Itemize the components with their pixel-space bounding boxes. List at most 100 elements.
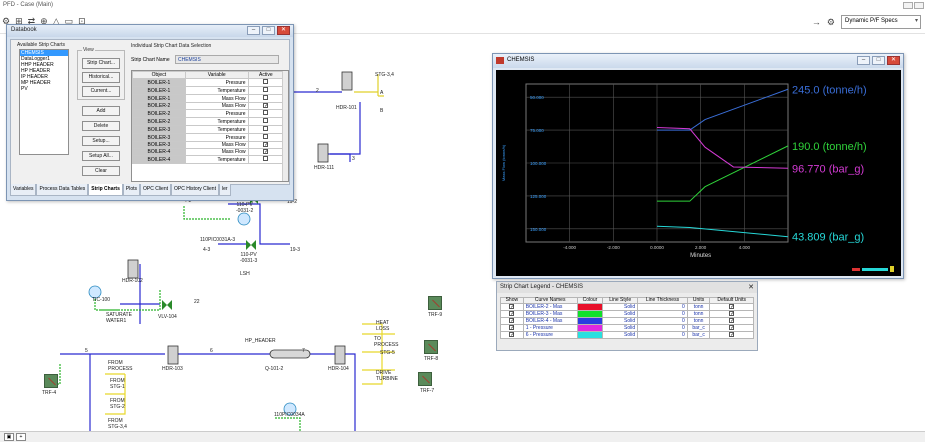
- stream-label[interactable]: 5: [85, 348, 88, 354]
- databook-tab[interactable]: Strip Charts: [88, 184, 123, 196]
- default-units-checkbox[interactable]: ✓: [729, 332, 735, 338]
- setup-button[interactable]: Setup...: [82, 136, 120, 146]
- tool-icon[interactable]: ⊕: [40, 16, 48, 26]
- default-units-checkbox[interactable]: ✓: [729, 311, 735, 317]
- show-checkbox[interactable]: ✓: [509, 311, 515, 317]
- historical-button[interactable]: Historical...: [82, 72, 120, 83]
- stream-label[interactable]: 2: [316, 88, 319, 94]
- setup-all-button[interactable]: Setup All...: [82, 151, 120, 161]
- stream-label[interactable]: 7: [302, 348, 305, 354]
- controller-label[interactable]: TIC-100: [92, 297, 111, 303]
- transfer-block[interactable]: [418, 372, 432, 386]
- colour-swatch[interactable]: [576, 303, 604, 311]
- default-units[interactable]: ✓: [709, 331, 754, 339]
- databook-tab[interactable]: Process Data Tables: [36, 184, 89, 196]
- close-icon[interactable]: ✕: [748, 284, 754, 291]
- colour-swatch[interactable]: [576, 324, 604, 332]
- stream-label[interactable]: B: [380, 108, 384, 114]
- status-button[interactable]: +: [16, 433, 26, 441]
- tool-icon[interactable]: ⚙: [2, 16, 11, 26]
- controller-label[interactable]: 110PIC0034A: [274, 412, 305, 418]
- databook-tab[interactable]: OPC History Client: [171, 184, 219, 196]
- tool-icon[interactable]: △: [52, 16, 60, 26]
- minimize-button[interactable]: –: [857, 56, 870, 65]
- active-cell[interactable]: [247, 133, 285, 142]
- default-units[interactable]: ✓: [709, 317, 754, 325]
- list-item[interactable]: MP HEADER: [21, 80, 51, 86]
- stream-label[interactable]: LSH: [240, 271, 250, 277]
- minimize-button[interactable]: –: [247, 26, 260, 35]
- active-checkbox[interactable]: [263, 110, 269, 115]
- active-checkbox[interactable]: ✓: [263, 142, 269, 148]
- clear-button[interactable]: Clear: [82, 166, 120, 176]
- stream-label[interactable]: 4-3: [203, 247, 211, 253]
- transfer-block[interactable]: [44, 374, 58, 388]
- settings-icon[interactable]: ⚙: [826, 16, 835, 27]
- databook-tab[interactable]: ler: [218, 184, 231, 196]
- databook-tab[interactable]: Variables: [10, 184, 37, 196]
- active-checkbox[interactable]: ✓: [263, 103, 269, 109]
- list-item[interactable]: DataLogger1: [21, 56, 50, 62]
- stream-label[interactable]: 19-2: [287, 199, 298, 205]
- default-units-checkbox[interactable]: ✓: [729, 304, 735, 310]
- unit-label[interactable]: TRF-8: [424, 356, 439, 362]
- show-cell[interactable]: ✓: [500, 331, 524, 339]
- close-button[interactable]: ✕: [887, 56, 900, 65]
- show-cell[interactable]: ✓: [500, 317, 524, 325]
- list-item[interactable]: IP HEADER: [21, 74, 48, 80]
- active-cell[interactable]: [247, 94, 285, 103]
- active-checkbox[interactable]: [263, 156, 269, 161]
- databook-tab[interactable]: Plots: [122, 184, 140, 196]
- delete-button[interactable]: Delete: [82, 121, 120, 131]
- show-cell[interactable]: ✓: [500, 324, 524, 332]
- series-line[interactable]: [657, 88, 789, 131]
- valve-label[interactable]: 110-PV -0031-2: [236, 202, 254, 214]
- show-checkbox[interactable]: ✓: [509, 304, 515, 310]
- unit-label[interactable]: HDR-102: [122, 278, 143, 284]
- stream-label[interactable]: 22: [194, 299, 200, 305]
- stream-label[interactable]: 6: [210, 348, 213, 354]
- unit-label[interactable]: TRF-7: [420, 388, 435, 394]
- active-checkbox[interactable]: [263, 95, 269, 100]
- list-item[interactable]: HHP HEADER: [21, 62, 54, 68]
- colour-swatch[interactable]: [576, 331, 604, 339]
- stream-label[interactable]: STG-3,4: [375, 72, 394, 78]
- column-header[interactable]: Variable: [184, 71, 249, 79]
- window-restore-button[interactable]: [914, 2, 924, 9]
- default-units-checkbox[interactable]: ✓: [729, 325, 735, 331]
- table-scrollbar[interactable]: [282, 71, 288, 181]
- pfd-canvas[interactable]: STG-3,4 2 A B HDR-101 3 HDR-111 4-2 19-2…: [0, 34, 925, 431]
- maximize-button[interactable]: □: [262, 26, 275, 35]
- transfer-block[interactable]: [428, 296, 442, 310]
- chart-name-field[interactable]: CHEMSIS: [175, 55, 279, 64]
- default-units[interactable]: ✓: [709, 324, 754, 332]
- default-units-checkbox[interactable]: ✓: [729, 318, 735, 324]
- active-cell[interactable]: ✓: [247, 141, 285, 149]
- tool-icon[interactable]: ▭: [64, 16, 74, 26]
- column-header[interactable]: Active: [247, 71, 285, 79]
- unit-label[interactable]: HP_HEADER: [245, 338, 276, 344]
- default-units[interactable]: ✓: [709, 303, 754, 311]
- stream-label[interactable]: FROM PROCESS: [108, 360, 133, 372]
- tool-icon[interactable]: ⊡: [78, 16, 86, 26]
- stream-label[interactable]: 3: [352, 156, 355, 162]
- stream-label[interactable]: A: [380, 90, 384, 96]
- current-button[interactable]: Current...: [82, 86, 120, 97]
- status-button[interactable]: ▣: [4, 433, 14, 441]
- window-minimize-button[interactable]: [903, 2, 913, 9]
- controller-label[interactable]: 110PIC0031A-3: [200, 237, 236, 243]
- list-item[interactable]: HP HEADER: [21, 68, 51, 74]
- active-cell[interactable]: [247, 78, 285, 87]
- stream-label[interactable]: SATURATE WATER1: [106, 312, 132, 324]
- active-checkbox[interactable]: [263, 87, 269, 92]
- list-item[interactable]: PV: [21, 86, 28, 92]
- tool-icon[interactable]: ⊞: [15, 16, 23, 26]
